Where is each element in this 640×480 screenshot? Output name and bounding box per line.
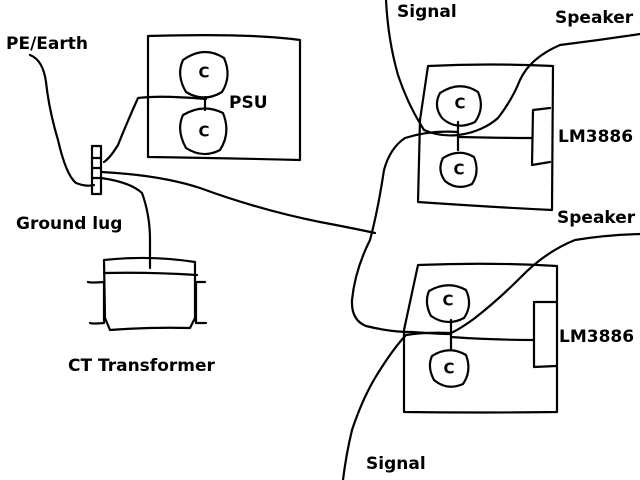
amp-board-bottom bbox=[402, 262, 559, 414]
signal-bottom-label: Signal bbox=[366, 454, 426, 474]
amp-top-chip bbox=[530, 106, 552, 167]
speaker-bottom-label: Speaker bbox=[557, 208, 636, 228]
amp-board-top bbox=[416, 63, 555, 212]
amp-ground-star-wire bbox=[350, 130, 460, 336]
amp-bottom-chip bbox=[532, 300, 558, 369]
ground-lug-label: Ground lug bbox=[16, 214, 123, 234]
transformer-outline bbox=[102, 256, 197, 332]
amp-top-capacitor-1 bbox=[435, 85, 482, 127]
lm3886-top-label: LM3886 bbox=[558, 127, 634, 147]
pe-earth-label: PE/Earth bbox=[6, 34, 88, 54]
signal-top-wire bbox=[384, 0, 460, 137]
speaker-bottom-wire bbox=[449, 232, 640, 335]
amp-top-capacitor-2 bbox=[439, 151, 478, 188]
amp-bottom-capacitor-1-label: C bbox=[442, 291, 454, 310]
amp-top-chip-wire bbox=[456, 135, 534, 140]
speaker-top-label: Speaker bbox=[555, 8, 634, 28]
psu-capacitor-1 bbox=[179, 50, 229, 99]
amp-bottom-chip-wire bbox=[449, 335, 536, 342]
ground-lug-ticks bbox=[90, 156, 103, 180]
psu-ground-wire bbox=[102, 95, 208, 164]
psu-box bbox=[146, 34, 302, 162]
amp-ground-wire bbox=[99, 170, 377, 235]
psu-capacitor-2-label: C bbox=[198, 122, 210, 141]
lm3886-bottom-label: LM3886 bbox=[559, 327, 635, 347]
signal-bottom-wire bbox=[341, 331, 453, 480]
signal-top-label: Signal bbox=[397, 2, 457, 22]
amp-bottom-capacitor-2-label: C bbox=[443, 359, 455, 378]
amp-top-capacitor-1-label: C bbox=[454, 94, 466, 113]
speaker-top-wire bbox=[456, 32, 640, 137]
amp-bottom-capacitor-2 bbox=[428, 349, 470, 388]
psu-capacitor-2 bbox=[179, 107, 228, 156]
ct-transformer-label: CT Transformer bbox=[68, 356, 215, 376]
amp-bottom-capacitor-1 bbox=[425, 284, 471, 324]
psu-label: PSU bbox=[229, 93, 268, 113]
psu-capacitor-1-label: C bbox=[198, 63, 210, 82]
ground-lug-body bbox=[90, 144, 103, 196]
amp-top-capacitor-2-label: C bbox=[453, 160, 465, 179]
transformer-core-lines bbox=[86, 271, 208, 325]
pe-earth-wire bbox=[28, 53, 96, 187]
transformer-ground-wire bbox=[99, 176, 152, 270]
